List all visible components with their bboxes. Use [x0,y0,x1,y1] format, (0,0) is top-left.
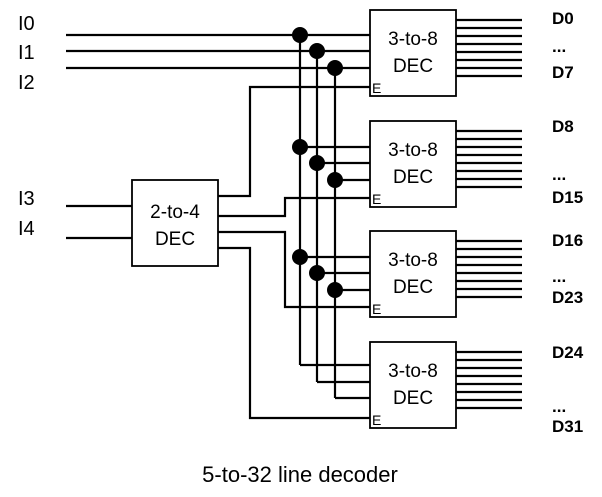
enable-wire-2 [218,196,370,218]
enable-wire-4 [218,246,370,420]
decoder-subtitle: DEC [393,167,433,188]
junction-dot [309,155,325,171]
enable-label: E [372,412,381,428]
output-label-last: D15 [552,188,583,207]
junction-dots [292,27,343,298]
enable-wire-3 [218,230,370,309]
junction-dot [292,249,308,265]
enable-wires [218,85,370,420]
output-ellipsis: ... [552,165,566,184]
decoder-box [369,341,457,429]
junction-dot [309,43,325,59]
output-lines [456,350,522,410]
decoder-3-to-8-4: 3-to-8 DEC E D24 ... D31 [369,341,584,436]
decoder-2-to-4: 2-to-4 DEC [131,179,219,267]
decoder-title: 3-to-8 [388,29,438,50]
output-label-first: D8 [552,117,574,136]
input-label-i4: I4 [18,218,35,240]
junction-dot [309,265,325,281]
decoder-box [369,120,457,208]
output-label-last: D31 [552,417,583,436]
decoder-box [369,230,457,318]
output-ellipsis: ... [552,397,566,416]
output-label-first: D0 [552,9,574,28]
input-label-i1: I1 [18,42,35,64]
junction-dot [292,27,308,43]
output-lines [456,239,522,299]
output-ellipsis: ... [552,267,566,286]
decoder-2-to-4-box [131,179,219,267]
input-label-i3: I3 [18,188,35,210]
junction-dot [327,60,343,76]
decoder-2-to-4-subtitle: DEC [155,229,195,250]
output-label-first: D16 [552,231,583,250]
output-label-last: D7 [552,63,574,82]
output-lines [456,129,522,189]
decoder-3-to-8-3: 3-to-8 DEC E D16 ... D23 [369,230,583,318]
decoder-2-to-4-title: 2-to-4 [150,202,200,223]
input-label-i0: I0 [18,13,35,35]
junction-dot [327,282,343,298]
decoder-box [369,9,457,97]
enable-label: E [372,301,381,317]
junction-dot [292,139,308,155]
decoder-subtitle: DEC [393,388,433,409]
decoder-subtitle: DEC [393,277,433,298]
output-label-last: D23 [552,288,583,307]
output-lines [456,18,522,78]
output-ellipsis: ... [552,37,566,56]
input-label-i2: I2 [18,72,35,94]
decoder-title: 3-to-8 [388,361,438,382]
decoder-3-to-8-1: 3-to-8 DEC E D0 ... D7 [369,9,574,97]
enable-label: E [372,191,381,207]
decoder-title: 3-to-8 [388,140,438,161]
decoder-title: 3-to-8 [388,250,438,271]
output-label-first: D24 [552,343,584,362]
enable-label: E [372,80,381,96]
decoder-3-to-8-2: 3-to-8 DEC E D8 ... D15 [369,117,583,208]
diagram-caption: 5-to-32 line decoder [202,462,398,487]
junction-dot [327,172,343,188]
enable-wire-1 [218,85,370,198]
decoder-subtitle: DEC [393,56,433,77]
